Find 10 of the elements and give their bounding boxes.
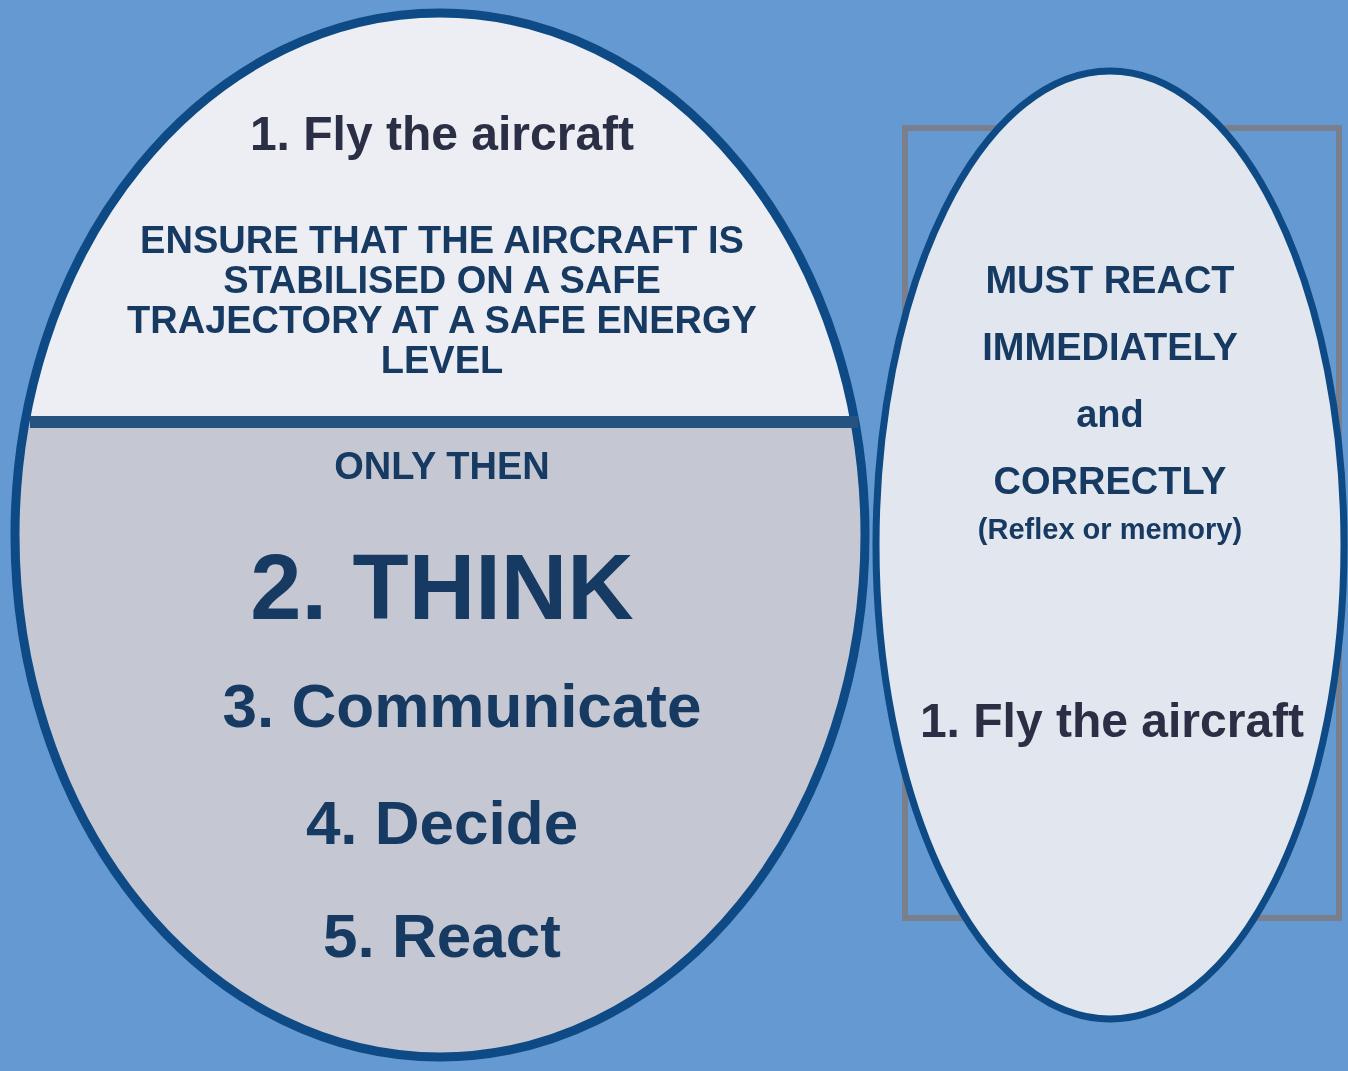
step-heading: 5. React (322, 900, 562, 971)
step-heading: 2. THINK (249, 535, 635, 640)
step-heading: 1. Fly the aircraft (918, 693, 1306, 748)
step-heading: 4. Decide (304, 787, 580, 858)
step-heading: 3. Communicate (221, 670, 703, 741)
step-label: ONLY THEN (333, 444, 551, 488)
note-text: (Reflex or memory) (976, 513, 1244, 546)
instruction-text: MUST REACT IMMEDIATELY and CORRECTLY (981, 258, 1239, 504)
step-heading: 1. Fly the aircraft (248, 106, 636, 161)
instruction-text: ENSURE THAT THE AIRCRAFT IS STABILISED ON A SAFE TRAJECTORY AT A SAFE ENERGY LEVEL (126, 220, 758, 380)
